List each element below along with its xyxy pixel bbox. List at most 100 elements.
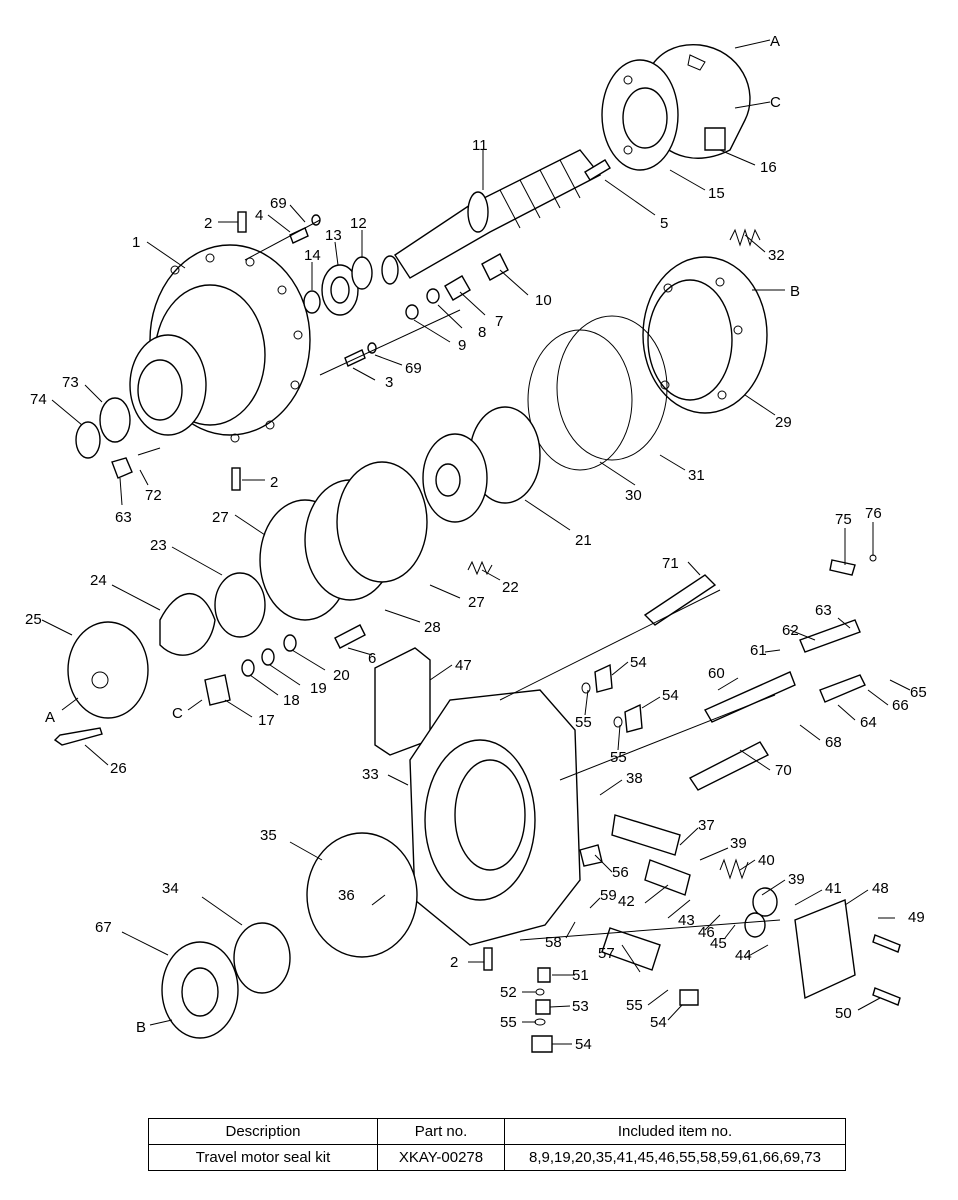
- part-gear-21-drawing: [422, 406, 541, 523]
- part-oring-30-drawing: [527, 329, 633, 471]
- callout-label: 45: [710, 935, 727, 952]
- seal-kit-table: Description Part no. Included item no. T…: [148, 1118, 846, 1171]
- callout-label: 73: [62, 374, 79, 391]
- callout-label: 40: [758, 852, 775, 869]
- callout-label: 32: [768, 247, 785, 264]
- callout-label: 11: [472, 137, 488, 154]
- part-tag-75-drawing: [829, 559, 856, 576]
- part-housing-33-drawing: [409, 689, 581, 946]
- callout-label: 53: [572, 998, 589, 1015]
- callout-label: 20: [333, 667, 350, 684]
- callout-label: 69: [405, 360, 422, 377]
- callout-label: 29: [775, 414, 792, 431]
- callout-label: 18: [283, 692, 300, 709]
- callout-label: 39: [788, 871, 805, 888]
- callout-label: 37: [698, 817, 715, 834]
- callout-label: 4: [255, 207, 263, 224]
- part-shaft-11-drawing: [381, 149, 602, 285]
- column-header-description: Description: [148, 1118, 378, 1145]
- callout-label: 36: [338, 887, 355, 904]
- callout-label: 49: [908, 909, 925, 926]
- callout-label: 48: [872, 880, 889, 897]
- part-valve-plate-35-drawing: [306, 832, 418, 958]
- callout-label: 55: [626, 997, 643, 1014]
- callout-label: 7: [495, 313, 503, 330]
- callout-label: 47: [455, 657, 472, 674]
- callout-label: 61: [750, 642, 767, 659]
- callout-label: 42: [618, 893, 635, 910]
- callout-label: 27: [212, 509, 229, 526]
- callout-label: 50: [835, 1005, 852, 1022]
- part-small-misc-drawing: [53, 634, 297, 746]
- callout-label: 69: [270, 195, 287, 212]
- callout-label: 63: [815, 602, 832, 619]
- part-spring-22-drawing: [467, 560, 493, 576]
- callout-label: 63: [115, 509, 132, 526]
- exploded-parts-diagram: A C 16 15 11 5 69 4 2 12 13 14 1 32 10 7…: [25, 33, 927, 1053]
- callout-label: 71: [662, 555, 679, 572]
- cell-included-items: 8,9,19,20,35,41,45,46,55,58,59,61,66,69,…: [504, 1144, 846, 1171]
- callout-label: B: [790, 283, 800, 300]
- callout-label: 15: [708, 185, 725, 202]
- callout-label: 55: [575, 714, 592, 731]
- callout-label: 65: [910, 684, 927, 701]
- callout-label: 14: [304, 247, 321, 264]
- callout-labels: A C 16 15 11 5 69 4 2 12 13 14 1 32 10 7…: [25, 33, 927, 1053]
- part-plugs-54-drawing: [581, 663, 643, 733]
- part-valves-drawing: [579, 619, 866, 971]
- callout-label: 54: [650, 1014, 667, 1031]
- callout-label: 55: [610, 749, 627, 766]
- callout-label: B: [136, 1019, 146, 1036]
- callout-label: 26: [110, 760, 127, 777]
- part-small-seals-drawing: [311, 214, 509, 354]
- leader-lines: [41, 39, 911, 1045]
- callout-label: 24: [90, 572, 107, 589]
- callout-label: 54: [662, 687, 679, 704]
- callout-label: 22: [502, 579, 519, 596]
- callout-label: 56: [612, 864, 629, 881]
- callout-label: 35: [260, 827, 277, 844]
- callout-label: 2: [450, 954, 458, 971]
- callout-label: 2: [204, 215, 212, 232]
- part-drawings: [53, 44, 901, 1053]
- callout-label: 6: [368, 650, 376, 667]
- callout-label: 19: [310, 680, 327, 697]
- part-cover-48-drawing: [794, 899, 901, 1006]
- callout-label: 68: [825, 734, 842, 751]
- construction-lines: [244, 219, 781, 941]
- callout-label: A: [45, 709, 55, 726]
- callout-label: 8: [478, 324, 486, 341]
- callout-label: 51: [572, 967, 589, 984]
- callout-label: 54: [575, 1036, 592, 1053]
- callout-label: 12: [350, 215, 367, 232]
- callout-label: 25: [25, 611, 42, 628]
- callout-label: 74: [30, 391, 47, 408]
- callout-label: 60: [708, 665, 725, 682]
- callout-label: 27: [468, 594, 485, 611]
- callout-label: 59: [600, 887, 617, 904]
- callout-label: 5: [660, 215, 668, 232]
- callout-label: 16: [760, 159, 777, 176]
- part-bearing-13-drawing: [303, 256, 373, 316]
- part-friction-plates-drawing: [259, 461, 428, 621]
- callout-label: 34: [162, 880, 179, 897]
- callout-label: 70: [775, 762, 792, 779]
- callout-label: 23: [150, 537, 167, 554]
- callout-label: 2: [270, 474, 278, 491]
- part-housing-b-drawing: [642, 256, 768, 414]
- callout-label: 17: [258, 712, 275, 729]
- callout-label: 30: [625, 487, 642, 504]
- part-piston-24-drawing: [67, 572, 266, 719]
- part-oring-31-drawing: [556, 315, 668, 461]
- cell-part-no: XKAY-00278: [377, 1144, 505, 1171]
- callout-label: 9: [458, 337, 466, 354]
- callout-label: 28: [424, 619, 441, 636]
- callout-label: 44: [735, 947, 752, 964]
- callout-label: 72: [145, 487, 162, 504]
- callout-label: 62: [782, 622, 799, 639]
- callout-label: 21: [575, 532, 592, 549]
- part-spring-32-drawing: [729, 228, 761, 247]
- part-plate-47-drawing: [374, 647, 431, 756]
- callout-label: 41: [825, 880, 842, 897]
- column-header-included-items: Included item no.: [504, 1118, 846, 1145]
